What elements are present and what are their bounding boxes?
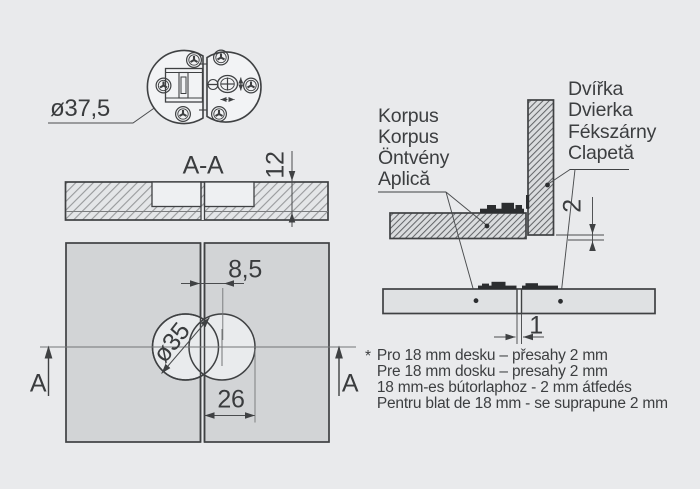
overhang-dimension-label: 2 <box>558 199 587 213</box>
footnote-line-ro: Pentru blat de 18 mm - se suprapune 2 mm <box>376 394 668 412</box>
dimension-1 <box>494 313 544 344</box>
leader-dot-flat-left <box>473 298 479 304</box>
hinge-latch <box>164 67 204 103</box>
left-recess-pocket <box>151 181 202 208</box>
edge-offset-dimension-label: 8,5 <box>228 255 262 284</box>
gap-dimension-label: 1 <box>529 311 543 340</box>
section-arrow-left <box>44 345 53 359</box>
section-arrow-right <box>335 345 343 359</box>
body-label-ro: Aplică <box>378 168 430 190</box>
thickness-dimension-label: 12 <box>261 151 290 179</box>
leader-dot-door <box>545 182 550 188</box>
section-aa-view <box>64 151 329 227</box>
hinge-diameter-label: ø37,5 <box>50 95 110 122</box>
body-label-sk: Korpus <box>378 126 439 148</box>
section-cut-markers <box>44 345 343 396</box>
door-label-hu: Fékszárny <box>568 120 657 143</box>
footnote-lines: Pro 18 mm desku – přesahy 2 mm Pre 18 mm… <box>377 348 668 412</box>
section-title: A-A <box>182 151 224 180</box>
dimension-2 <box>556 197 604 251</box>
footnote-line-hu: 18 mm-es bútorlaphoz - 2 mm átfedés <box>376 378 632 396</box>
hinge-hardware-flat <box>478 281 558 290</box>
door-labels: Dvířka Dvierka Fékszárny Clapetă <box>568 78 657 165</box>
body-label-cz: Korpus <box>378 105 439 127</box>
door-label-ro: Clapetă <box>568 142 634 165</box>
hinge-right-disc <box>206 51 262 123</box>
door-label-sk: Dvierka <box>568 99 633 122</box>
flat-view <box>382 281 656 344</box>
installation-footnote: * Pro 18 mm desku – přesahy 2 mm Pre 18 … <box>365 348 668 412</box>
footnote-asterisk: * <box>365 348 371 365</box>
flap-door-panel <box>527 99 555 236</box>
hinge-adjustment-mechanism <box>207 74 244 102</box>
hinge-top-view <box>48 49 262 125</box>
dimension-diameter-35-line <box>161 317 210 374</box>
section-marker-a-right: A <box>341 369 359 398</box>
leader-dot-flat-right <box>558 298 563 304</box>
side-view <box>378 99 629 300</box>
leader-lines <box>378 168 629 300</box>
right-recess-pocket <box>203 181 255 208</box>
dimension-8-5 <box>181 280 244 340</box>
hole-spacing-dimension-label: 26 <box>217 385 245 414</box>
footnote-line-sk: Pre 18 mm dosku – presahy 2 mm <box>376 362 608 380</box>
plan-view <box>40 242 356 443</box>
footnote-line-cz: Pro 18 mm desku – přesahy 2 mm <box>376 347 608 364</box>
cabinet-body-labels: Korpus Korpus Öntvény Aplică <box>378 106 449 190</box>
dimension-26 <box>204 349 256 423</box>
diameter-leader-line <box>48 103 161 124</box>
section-marker-a-left: A <box>29 369 47 398</box>
hinge-hardware-side <box>480 195 530 213</box>
leader-dot-body <box>484 223 490 229</box>
hinge-screws <box>155 49 260 123</box>
body-label-hu: Öntvény <box>378 147 450 169</box>
door-label-cz: Dvířka <box>568 78 624 100</box>
